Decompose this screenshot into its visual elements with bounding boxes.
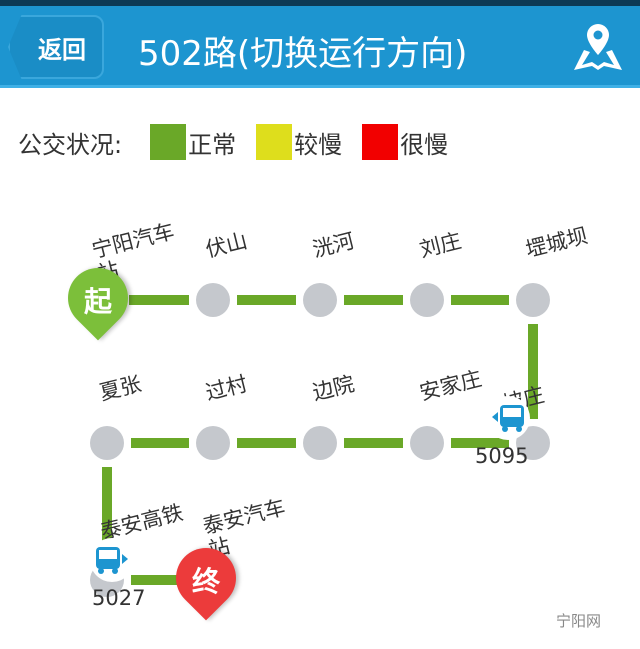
legend-label-normal: 正常 xyxy=(188,130,237,159)
station-dot[interactable] xyxy=(303,283,337,317)
status-bar xyxy=(0,0,640,6)
route-segment xyxy=(237,295,296,305)
legend-label-very-slow: 很慢 xyxy=(400,130,449,159)
station-label[interactable]: 夏张 xyxy=(97,371,144,405)
station-dot[interactable] xyxy=(196,283,230,317)
bus-icon[interactable] xyxy=(90,538,134,582)
route-segment xyxy=(129,295,189,305)
traffic-legend: 公交状况: 正常 较慢 很慢 xyxy=(18,124,468,160)
route-segment xyxy=(102,467,112,556)
station-label[interactable]: 堽城坝 xyxy=(523,223,591,262)
station-label[interactable]: 伏山 xyxy=(203,228,250,262)
legend-label-slow: 较慢 xyxy=(294,130,343,159)
station-label[interactable]: 刘庄 xyxy=(417,228,464,262)
route-segment xyxy=(131,438,189,448)
route-segment xyxy=(131,575,181,585)
station-dot[interactable] xyxy=(516,283,550,317)
route-segment xyxy=(237,438,296,448)
station-label[interactable]: 洸河 xyxy=(310,228,357,262)
station-dot[interactable] xyxy=(410,426,444,460)
route-segment xyxy=(344,295,403,305)
start-marker: 起 xyxy=(83,285,112,318)
back-button[interactable]: 返回 xyxy=(8,15,104,79)
bus-icon[interactable] xyxy=(486,396,530,440)
watermark: 宁阳网 xyxy=(556,612,602,630)
map-location-icon[interactable] xyxy=(570,20,626,76)
station-dot[interactable] xyxy=(303,426,337,460)
station-dot[interactable] xyxy=(196,426,230,460)
header: 返回 502路(切换运行方向) xyxy=(0,6,640,88)
station-dot[interactable] xyxy=(410,283,444,317)
route-segment xyxy=(528,324,538,419)
route-segment xyxy=(344,438,403,448)
legend-swatch-very-slow xyxy=(362,124,399,160)
legend-swatch-normal xyxy=(150,124,187,160)
station-dot[interactable] xyxy=(90,426,124,460)
legend-swatch-slow xyxy=(256,124,293,160)
end-marker: 终 xyxy=(191,565,220,598)
route-segment xyxy=(451,438,509,448)
station-label[interactable]: 过村 xyxy=(203,371,250,405)
page-title[interactable]: 502路(切换运行方向) xyxy=(138,34,468,74)
bus-number: 5095 xyxy=(475,444,529,468)
station-label[interactable]: 安家庄 xyxy=(417,366,485,405)
station-label[interactable]: 边院 xyxy=(310,371,357,405)
legend-title: 公交状况: xyxy=(18,130,123,159)
bus-number: 5027 xyxy=(92,586,146,610)
route-segment xyxy=(451,295,509,305)
